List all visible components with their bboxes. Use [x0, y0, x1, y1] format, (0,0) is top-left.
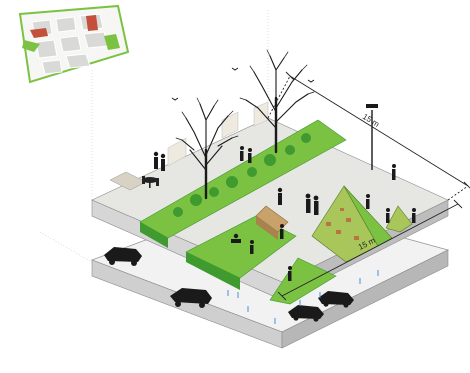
car-icon	[288, 305, 324, 322]
reference-lines	[39, 10, 269, 263]
person-icon	[277, 187, 283, 205]
parking-cars	[104, 247, 354, 322]
person-icon	[240, 146, 244, 161]
dimension-lines	[267, 71, 470, 301]
car-icon	[318, 291, 354, 308]
person-icon	[153, 151, 159, 169]
tree-icon	[239, 49, 315, 154]
planting-strip	[139, 119, 347, 248]
car-icon	[170, 288, 212, 308]
drainage-drops	[227, 270, 379, 324]
person-icon	[288, 266, 292, 281]
car-icon	[104, 247, 142, 266]
person-icon	[231, 233, 241, 243]
person-icon	[386, 208, 390, 223]
terrace-furniture	[109, 171, 159, 191]
street-lamp-icon	[366, 104, 378, 170]
people	[153, 146, 416, 281]
location-map-icon	[18, 4, 130, 84]
green-pyramid-large	[311, 185, 393, 263]
person-icon	[313, 195, 319, 215]
tree-icon	[175, 97, 239, 200]
wooden-bench	[255, 205, 289, 240]
person-icon	[366, 194, 370, 209]
person-icon	[305, 193, 311, 213]
person-icon	[280, 224, 284, 239]
person-icon	[250, 240, 254, 254]
person-icon	[160, 153, 166, 171]
green-pyramid-small	[385, 205, 413, 233]
person-icon	[248, 148, 252, 163]
person-icon	[392, 164, 396, 180]
person-icon	[412, 208, 416, 223]
bird-icon	[171, 67, 315, 101]
